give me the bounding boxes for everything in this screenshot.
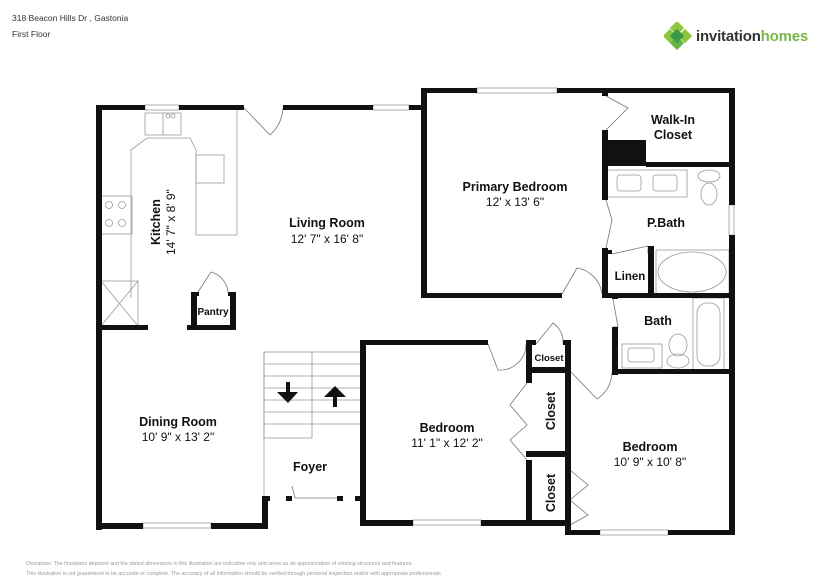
arrow-down-icon	[277, 392, 298, 403]
bedroom-3-label: Bedroom	[623, 440, 678, 454]
dining-room-label: Dining Room	[139, 415, 217, 429]
disclaimer-line-2: This illustration is not guaranteed to b…	[26, 571, 443, 577]
bedroom-2-dims: 11' 1" x 12' 2"	[411, 436, 483, 450]
floor-label: First Floor	[12, 29, 51, 39]
foyer-label: Foyer	[293, 460, 327, 474]
disclaimer-line-1: Disclaimer: The floorplans depicted and …	[26, 561, 413, 567]
living-room-label: Living Room	[289, 216, 365, 230]
green-diamond-logo-icon	[664, 22, 692, 50]
property-address: 318 Beacon Hills Dr , Gastonia	[12, 13, 129, 23]
primary-bath-label: P.Bath	[647, 216, 685, 230]
primary-bedroom-label: Primary Bedroom	[463, 180, 568, 194]
walk-in-closet-label-1: Walk-In	[651, 113, 695, 127]
living-room-dims: 12' 7" x 16' 8"	[291, 232, 363, 246]
bedroom-3-dims: 10' 9" x 10' 8"	[614, 455, 686, 469]
kitchen-label: Kitchen	[149, 199, 163, 245]
brand-name: invitationhomes	[696, 27, 809, 45]
stair-arrows	[277, 382, 346, 407]
room-labels: Kitchen 14' 7" x 8' 9" Living Room 12' 7…	[139, 113, 695, 512]
linen-label: Linen	[615, 271, 646, 283]
walk-in-closet-label-2: Closet	[654, 128, 693, 142]
dining-room-dims: 10' 9" x 13' 2"	[142, 430, 214, 444]
closet-upper-label: Closet	[544, 391, 558, 430]
pantry-label: Pantry	[197, 307, 229, 318]
primary-bedroom-dims: 12' x 13' 6"	[486, 195, 544, 209]
kitchen-dims: 14' 7" x 8' 9"	[164, 189, 178, 255]
brand-logo: invitationhomes	[664, 22, 808, 50]
closet-lower-label: Closet	[544, 473, 558, 512]
walls	[96, 88, 735, 535]
bath-label: Bath	[644, 314, 672, 328]
bedroom-2-label: Bedroom	[420, 421, 475, 435]
closet-small-label: Closet	[534, 353, 564, 364]
arrow-up-icon	[324, 386, 346, 397]
